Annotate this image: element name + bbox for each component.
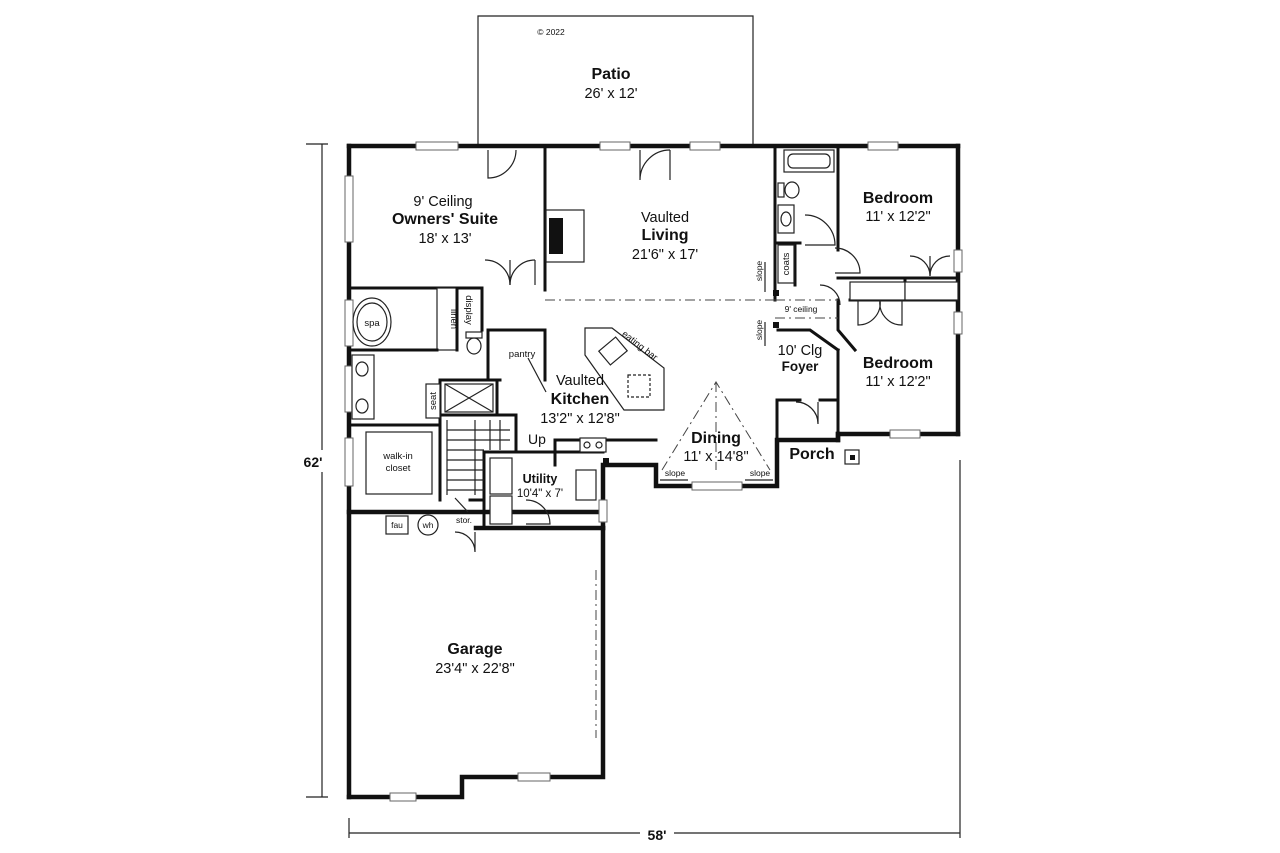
stairs-up-label: Up xyxy=(528,431,546,447)
hall-ceiling-label: 9' ceiling xyxy=(785,304,818,314)
foyer-name: Foyer xyxy=(782,359,820,374)
owners-suite-note: 9' Ceiling xyxy=(413,194,472,210)
kitchen-name: Kitchen xyxy=(551,391,610,408)
fixtures xyxy=(351,149,860,536)
owners-suite-name: Owners' Suite xyxy=(392,211,498,228)
kitchen-sink-icon xyxy=(597,336,629,366)
seat-label: seat xyxy=(428,392,439,410)
interior-walls xyxy=(347,144,960,530)
walkin-label-line1: walk-in xyxy=(382,451,413,462)
ceiling-lines xyxy=(545,299,838,738)
slope-label-2: slope xyxy=(754,320,764,341)
stairs xyxy=(446,420,510,495)
spa-tub-icon xyxy=(352,297,392,347)
patio-size: 26' x 12' xyxy=(584,86,637,102)
linen-label: linen xyxy=(448,309,459,329)
spa-label: spa xyxy=(364,318,380,329)
garage-size: 23'4" x 22'8" xyxy=(435,661,515,677)
bedroom1-size: 11' x 12'2" xyxy=(865,209,930,225)
living-size: 21'6" x 17' xyxy=(632,247,699,263)
slope-label-4: slope xyxy=(750,468,771,478)
coats-label: coats xyxy=(781,252,792,275)
utility-name: Utility xyxy=(523,472,558,486)
depth-dimension: 62' xyxy=(304,454,323,470)
owners-suite-size: 18' x 13' xyxy=(418,231,471,247)
dining-size: 11' x 14'8" xyxy=(683,449,748,465)
patio-name: Patio xyxy=(591,66,630,83)
fau-label: fau xyxy=(391,520,403,530)
toilet-icon xyxy=(466,337,482,355)
walkin-label-line2: closet xyxy=(386,463,411,474)
doors xyxy=(454,149,951,553)
wh-label: wh xyxy=(422,520,434,530)
copyright: © 2022 xyxy=(537,27,565,37)
dimension-lines: 62' 58' xyxy=(298,143,961,843)
windows xyxy=(344,141,963,802)
water-heater-icon xyxy=(417,514,439,536)
living-name: Living xyxy=(641,227,688,244)
kitchen-note: Vaulted xyxy=(556,373,604,389)
pantry-label: pantry xyxy=(509,349,536,360)
bedroom2-name: Bedroom xyxy=(863,355,933,372)
garage-name: Garage xyxy=(447,641,502,658)
foyer-note: 10' Clg xyxy=(778,343,823,359)
bedroom2-size: 11' x 12'2" xyxy=(865,374,930,390)
bathtub-icon xyxy=(783,149,835,173)
patio: © 2022 Patio 26' x 12' xyxy=(477,15,754,144)
slope-label-1: slope xyxy=(754,261,764,282)
width-dimension: 58' xyxy=(648,827,667,843)
room-labels: 9' Ceiling Owners' Suite 18' x 13' Vault… xyxy=(392,190,933,677)
storage-label: stor. xyxy=(456,515,472,525)
utility-size: 10'4" x 7' xyxy=(517,488,563,500)
porch-name: Porch xyxy=(789,446,834,463)
kitchen-size: 13'2" x 12'8" xyxy=(540,411,620,427)
furnace-icon xyxy=(385,515,409,535)
living-note: Vaulted xyxy=(641,210,689,226)
slope-label-3: slope xyxy=(665,468,686,478)
dining-name: Dining xyxy=(691,430,741,447)
bedroom1-name: Bedroom xyxy=(863,190,933,207)
display-label: display xyxy=(463,295,474,325)
